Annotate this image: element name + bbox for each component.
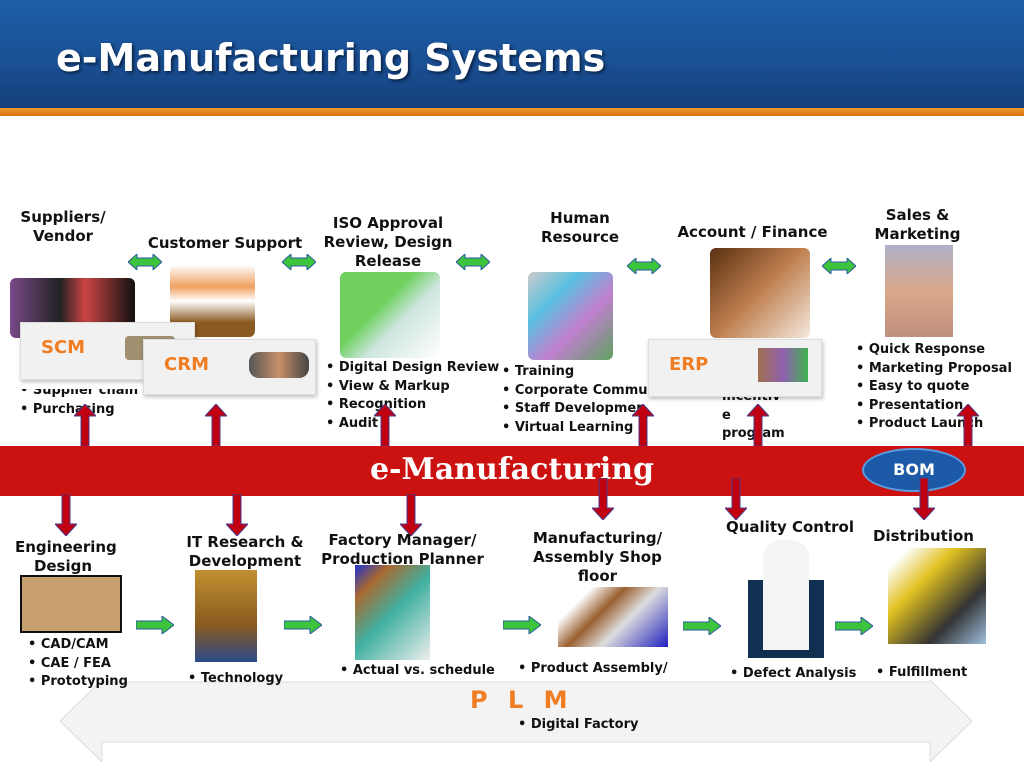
double-arrow-icon xyxy=(627,258,661,274)
doctor-illustration xyxy=(748,540,824,658)
assembly-illustration xyxy=(558,587,668,647)
suppliers-label: Suppliers/ Vendor xyxy=(20,208,106,245)
sales-bullets: Quick Response Marketing Proposal Easy t… xyxy=(856,341,1012,434)
sales-label: Sales & Marketing xyxy=(874,206,961,243)
slide-title: e-Manufacturing Systems xyxy=(56,36,606,80)
customer-support-label: Customer Support xyxy=(147,234,303,252)
bullet: Audit xyxy=(326,415,499,434)
scm-label: SCM xyxy=(41,337,86,358)
down-arrow-icon xyxy=(592,478,614,520)
right-arrow-icon xyxy=(683,617,721,635)
bullet: Staff Developmen xyxy=(502,400,648,419)
bullet: Product Launch xyxy=(856,415,1012,434)
bullet: Defect Analysis xyxy=(730,665,856,684)
crm-label: CRM xyxy=(164,354,209,375)
distribution-bullets: Fulfillment xyxy=(876,664,967,683)
hr-bullets: Training Corporate Commun Staff Developm… xyxy=(502,363,648,437)
bullet: Supplier chain xyxy=(20,389,138,401)
iso-label: ISO Approval Review, Design Release xyxy=(323,214,453,270)
it-bullets: Technology xyxy=(188,670,283,689)
engineering-label: Engineering Design xyxy=(15,538,117,575)
up-arrow-icon xyxy=(74,404,96,446)
erp-label: ERP xyxy=(669,354,709,375)
up-arrow-icon xyxy=(747,404,769,446)
double-arrow-icon xyxy=(282,254,316,270)
bullet: Technology xyxy=(188,670,283,689)
down-arrow-icon xyxy=(725,478,747,520)
down-arrow-icon xyxy=(913,478,935,520)
right-arrow-icon xyxy=(503,616,541,634)
mfg-bullets: Product Assembly/ Digital Factory xyxy=(518,660,668,734)
bullet: Easy to quote xyxy=(856,378,1012,397)
right-arrow-icon xyxy=(136,616,174,634)
bullet: Quick Response xyxy=(856,341,1012,360)
e-manufacturing-band xyxy=(0,446,1024,496)
bullet: Purchasing xyxy=(20,401,138,420)
up-arrow-icon xyxy=(632,404,654,446)
bullet: Marketing Proposal xyxy=(856,360,1012,379)
bullet: Actual vs. schedule xyxy=(340,662,495,681)
fragment-line: e xyxy=(722,407,731,423)
double-arrow-icon xyxy=(128,254,162,270)
iso-bullets: Digital Design Review View & Markup Reco… xyxy=(326,359,499,433)
hr-illustration xyxy=(528,272,613,360)
engineering-bullets: CAD/CAM CAE / FEA Prototyping xyxy=(28,636,128,692)
factory-label: Factory Manager/ Production Planner xyxy=(321,531,484,568)
finance-illustration xyxy=(710,248,810,338)
double-arrow-icon xyxy=(456,254,490,270)
bullet: Digital Design Review xyxy=(326,359,499,378)
finance-label: Account / Finance xyxy=(677,223,828,241)
factory-bullets: Actual vs. schedule xyxy=(340,662,495,681)
forklift-illustration xyxy=(888,548,986,644)
bullet: CAD/CAM xyxy=(28,636,128,655)
bullet: Presentation xyxy=(856,397,1012,416)
up-arrow-icon xyxy=(374,404,396,446)
fragment-line: program xyxy=(722,426,785,441)
it-label: IT Research & Development xyxy=(186,533,304,570)
hr-label: Human Resource xyxy=(540,209,620,246)
fragment-line: incentiv xyxy=(722,396,785,407)
distribution-label: Distribution xyxy=(873,527,974,545)
mfg-label: Manufacturing/ Assembly Shop floor xyxy=(532,529,663,585)
down-arrow-icon xyxy=(55,494,77,536)
erp-card: ERP xyxy=(648,339,822,397)
doctor-figure xyxy=(763,540,809,650)
people-icon xyxy=(758,348,809,382)
qc-bullets: Defect Analysis xyxy=(730,665,856,684)
bullet: CAE / FEA xyxy=(28,655,128,674)
down-arrow-icon xyxy=(400,494,422,536)
down-arrow-icon xyxy=(226,494,248,536)
finance-fragment: incentiv e program xyxy=(722,388,785,444)
handshake-icon xyxy=(248,352,309,378)
header-bar xyxy=(0,0,1024,116)
double-arrow-icon xyxy=(822,258,856,274)
up-arrow-icon xyxy=(205,404,227,446)
bullet: Training xyxy=(502,363,648,382)
right-arrow-icon xyxy=(835,617,873,635)
sales-illustration xyxy=(885,245,953,337)
bullet: Digital Factory xyxy=(518,716,668,735)
iso-illustration xyxy=(340,272,440,358)
microscope-illustration xyxy=(195,570,257,662)
bullet: Virtual Learning xyxy=(502,419,648,438)
bullet: View & Markup xyxy=(326,378,499,397)
bullet: Fulfillment xyxy=(876,664,967,683)
suppliers-bullets: Supplier chain Purchasing xyxy=(20,389,138,420)
bullet: Corporate Commun xyxy=(502,382,648,401)
crm-card: CRM xyxy=(143,339,316,395)
gears-illustration xyxy=(20,575,122,633)
plm-label: P L M xyxy=(470,686,574,714)
bom-badge: BOM xyxy=(862,448,966,492)
planner-illustration xyxy=(355,565,430,660)
qc-label: Quality Control xyxy=(725,518,854,536)
bullet: Recognition xyxy=(326,396,499,415)
bullet: Product Assembly/ xyxy=(518,660,668,679)
up-arrow-icon xyxy=(957,404,979,446)
right-arrow-icon xyxy=(284,616,322,634)
bullet: Prototyping xyxy=(28,673,128,692)
